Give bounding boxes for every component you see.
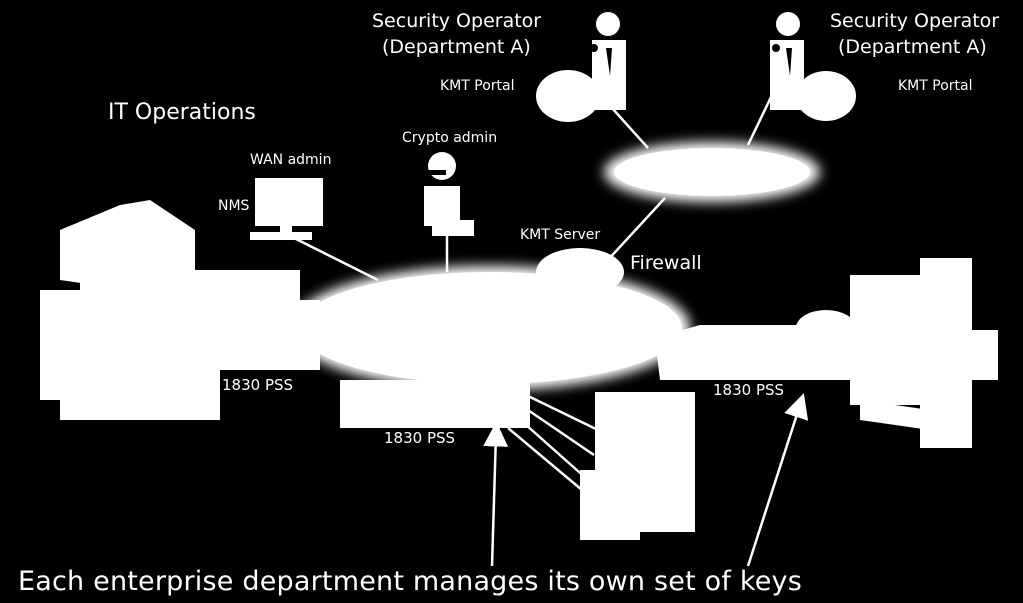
- kmt-portal-right-label: KMT Portal: [898, 78, 973, 94]
- arrow-right-pss: [746, 393, 809, 567]
- person-icon: [770, 12, 856, 121]
- link-fiber-2: [521, 404, 595, 457]
- internet-cloud: [604, 142, 820, 202]
- link-nms-network: [289, 234, 379, 282]
- operator-left-line2: (Department A): [382, 36, 531, 58]
- pss-center-label: 1830 PSS: [384, 429, 456, 447]
- kmt-server-icon: [536, 248, 624, 296]
- arrow-center-pss: [483, 421, 509, 567]
- nms-label: NMS: [218, 198, 250, 214]
- pss-left-label: 1830 PSS: [222, 376, 294, 394]
- right-site: [655, 258, 998, 448]
- crypto-admin-label: Crypto admin: [402, 130, 498, 146]
- operator-left-line1: Security Operator: [372, 10, 542, 32]
- kmt-server-label: KMT Server: [520, 227, 601, 243]
- link-right-portal-cloud: [746, 94, 774, 146]
- person-icon: [536, 12, 626, 122]
- pss-center-chassis: [340, 380, 530, 428]
- link-cloud-kmt-server: [605, 197, 666, 263]
- arrows: [483, 393, 809, 567]
- network-cloud-icon: [290, 266, 690, 390]
- link-fiber-1: [527, 394, 599, 432]
- operator-right-line2: (Department A): [838, 36, 987, 58]
- person-icon: [424, 152, 474, 236]
- caption: Each enterprise department manages its o…: [18, 566, 803, 597]
- kmt-portal-left-label: KMT Portal: [440, 78, 515, 94]
- equipment-racks: [340, 380, 695, 540]
- pss-right-label: 1830 PSS: [713, 381, 785, 399]
- computer-monitor-icon: [250, 178, 323, 240]
- link-fiber-4: [507, 427, 583, 491]
- it-operations-label: IT Operations: [108, 100, 256, 125]
- wan-admin-label: WAN admin: [250, 152, 332, 168]
- server-rack-front: [580, 470, 640, 540]
- connection-lines: [289, 94, 774, 491]
- operator-right-line1: Security Operator: [830, 10, 1000, 32]
- firewall-label: Firewall: [630, 252, 702, 274]
- link-left-portal-cloud: [611, 107, 649, 149]
- building-icon: [40, 200, 320, 420]
